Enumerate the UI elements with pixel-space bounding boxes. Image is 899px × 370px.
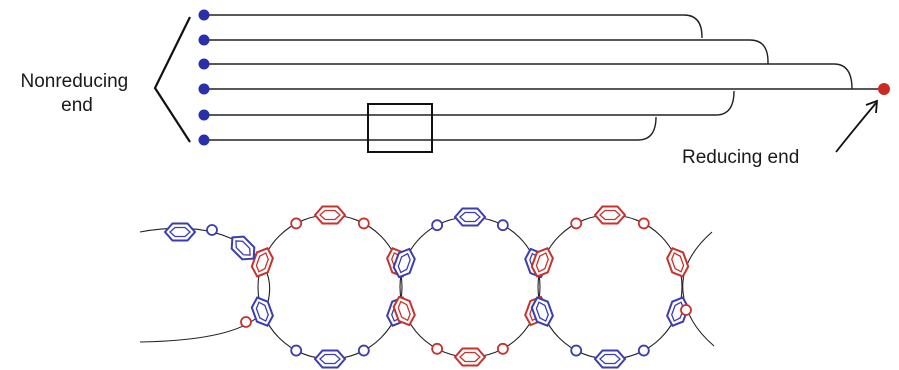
- glycosidic-oxygen: [637, 217, 650, 230]
- helix-strands: [139, 214, 715, 360]
- glycosidic-oxygen: [431, 342, 444, 355]
- glycosidic-oxygen: [357, 344, 370, 357]
- glucose-ring: [250, 296, 274, 327]
- glycosidic-oxygen: [431, 219, 444, 232]
- glucose-ring: [530, 247, 554, 278]
- glucose-ring: [313, 205, 347, 225]
- glycosidic-oxygen: [496, 219, 509, 232]
- helix-arc-right: [682, 231, 715, 347]
- glucose-ring: [666, 247, 690, 278]
- nonreducing-dot: [198, 34, 210, 46]
- glucose-ring: [250, 247, 274, 278]
- zoom-box: [367, 103, 433, 153]
- glycosidic-oxygen: [240, 316, 252, 328]
- chain-2: [204, 39, 769, 64]
- glucose-ring: [392, 247, 416, 279]
- reducing-end-dot: [878, 83, 890, 95]
- glucose-ring: [453, 347, 487, 367]
- helix-ring: [399, 216, 541, 358]
- glycosidic-oxygen: [570, 217, 583, 230]
- reducing-end-label: Reducing end: [682, 147, 799, 168]
- glycosidic-oxygen: [570, 344, 583, 357]
- nonreducing-dot: [198, 134, 210, 146]
- glucose-ring: [230, 235, 256, 261]
- glycosidic-oxygen: [290, 344, 303, 357]
- nonreducing-dot: [198, 109, 210, 121]
- glycosidic-oxygen: [637, 344, 650, 357]
- glucose-ring: [593, 349, 627, 369]
- glycosidic-oxygen: [206, 224, 218, 236]
- glucose-ring: [313, 349, 347, 369]
- glucose-ring: [593, 205, 627, 225]
- nonreducing-bracket: [153, 16, 191, 143]
- nonreducing-dot: [198, 83, 210, 95]
- reducing-end-arrow: [835, 99, 879, 153]
- nonreducing-dots: [198, 9, 210, 146]
- helix-ring: [257, 214, 403, 360]
- nonreducing-dot: [198, 9, 210, 21]
- glycosidic-oxygen: [680, 304, 692, 316]
- chain-5: [204, 90, 735, 116]
- chain-3: [204, 63, 853, 90]
- nonreducing-dot: [198, 58, 210, 70]
- branch-schematic: Nonreducing end Reducing end: [20, 9, 890, 168]
- chain-6: [204, 116, 657, 141]
- glucose-ring: [453, 207, 487, 227]
- glycosidic-oxygen: [290, 217, 303, 230]
- glycosidic-oxygen: [357, 217, 370, 230]
- helix-residues: [163, 205, 692, 369]
- chain-1: [204, 14, 703, 38]
- helix-arc-left: [139, 227, 271, 343]
- nonreducing-end-label: Nonreducing end: [20, 71, 133, 116]
- glucose-ring: [530, 296, 554, 327]
- helix-ring: [537, 214, 683, 360]
- double-helix: [139, 205, 715, 369]
- glucose-ring: [163, 222, 197, 242]
- glucose-ring: [392, 295, 416, 327]
- glycosidic-oxygen: [496, 342, 509, 355]
